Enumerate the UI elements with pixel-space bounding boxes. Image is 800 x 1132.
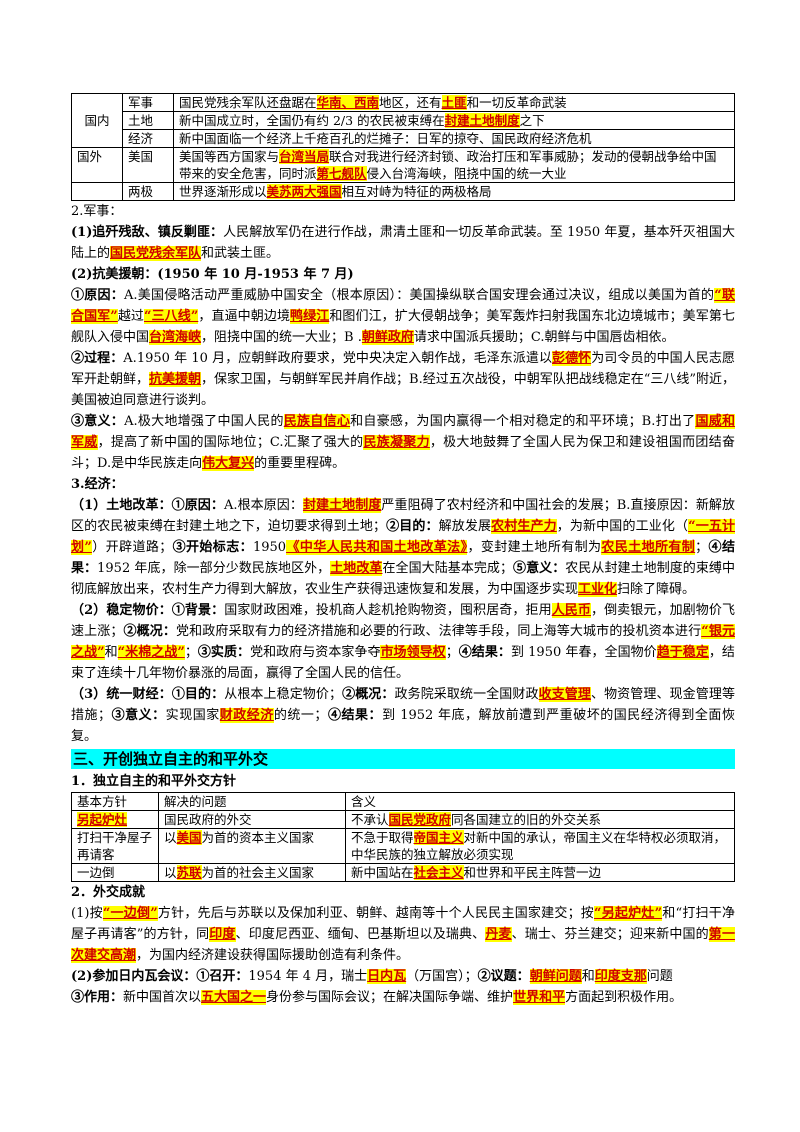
description-cell: 新中国面临一个经济上千疮百孔的烂摊子：日军的掠夺、国民政府经济危机: [173, 129, 735, 148]
subcategory-cell: 两极: [122, 182, 174, 201]
diplomacy-para-2: (2)参加日内瓦会议：①召开：1954 年 4 月，瑞士日内瓦（万国宫）；②议题…: [71, 969, 683, 1005]
table-header-row: 基本方针 解决的问题 含义: [71, 792, 735, 811]
table-row: 土地 新中国成立时，全国仍有约 2/3 的农民被束缚在封建土地制度之下: [72, 111, 735, 130]
category-cell-domestic: 国内: [71, 93, 123, 148]
subcategory-cell: 美国: [122, 147, 174, 183]
military-para-1: (1)追歼残敌、镇反剿匪：人民解放军仍在进行作战，肃清土匪和一切反革命武装。至 …: [71, 225, 735, 261]
policy-cell: 另起炉灶: [71, 810, 159, 829]
policy-cell: 一边倒: [71, 863, 159, 882]
table-row: 经济 新中国面临一个经济上千疮百孔的烂摊子：日军的掠夺、国民政府经济危机: [72, 129, 735, 148]
problem-cell: 国民政府的外交: [158, 810, 346, 829]
foreign-policy-table: 基本方针 解决的问题 含义 另起炉灶 国民政府的外交 不承认国民党政府同各国建立…: [71, 792, 735, 882]
description-cell: 世界逐渐形成以美苏两大强国相互对峙为特征的两极格局: [173, 182, 735, 201]
economy-unify-finance: （3）统一财经：①目的：从根本上稳定物价；②概况：政务院采取统一全国财政收支管理…: [71, 687, 735, 744]
table-row: 另起炉灶 国民政府的外交 不承认国民党政府同各国建立的旧的外交关系: [71, 810, 735, 829]
table-row: 国内 军事 国民党残余军队还盘踞在华南、西南地区，还有土匪和一切反革命武装: [71, 93, 735, 148]
description-cell: 国民党残余军队还盘踞在华南、西南地区，还有土匪和一切反革命武装: [173, 93, 735, 112]
diplomacy-heading: 2．外交成就: [71, 885, 146, 900]
description-cell: 美国等西方国家与台湾当局联合对我进行经济封锁、政治打压和军事威胁；发动的侵朝战争…: [173, 147, 735, 183]
policy-cell: 打扫干净屋子再请客: [71, 828, 159, 864]
meaning-cell: 新中国站在社会主义和世界和平民主阵营一边: [345, 863, 735, 882]
military-para-2-heading: (2)抗美援朝：(1950 年 10 月-1953 年 7 月): [71, 267, 354, 282]
military-para-significance: ③意义：A.极大地增强了中国人民的民族自信心和自豪感，为国内赢得一个相对稳定的和…: [71, 414, 735, 471]
document-page: 国内 军事 国民党残余军队还盘踞在华南、西南地区，还有土匪和一切反革命武装 土地…: [71, 93, 735, 1008]
policy-heading: 1．独立自主的和平外交方针: [71, 774, 237, 789]
table-row: 打扫干净屋子再请客 以美国为首的资本主义国家 不急于取得帝国主义对新中国的承认，…: [71, 828, 735, 864]
problem-cell: 以美国为首的资本主义国家: [158, 828, 346, 864]
subcategory-cell: 经济: [122, 129, 174, 148]
economy-price-stabilization: （2）稳定物价：①背景：国家财政困难，投机商人趁机抢购物资，囤积居奇，拒用人民币…: [71, 603, 735, 681]
economy-land-reform: （1）土地改革：①原因：A.根本原因：封建土地制度严重阻碍了农村经济和中国社会的…: [71, 498, 735, 597]
military-para-process: ②过程：A.1950 年 10 月，应朝鲜政府要求，党中央决定入朝作战，毛泽东派…: [71, 351, 736, 408]
category-cell-empty: [71, 182, 123, 201]
table-row: 两极 世界逐渐形成以美苏两大强国相互对峙为特征的两极格局: [71, 182, 735, 201]
military-para-cause: ①原因：A.美国侵略活动严重威胁中国安全（根本原因）：美国操纵联合国安理会通过决…: [71, 288, 735, 345]
domestic-foreign-situation-table: 国内 军事 国民党残余军队还盘踞在华南、西南地区，还有土匪和一切反革命武装 土地…: [71, 93, 735, 201]
column-header: 解决的问题: [158, 792, 346, 811]
meaning-cell: 不承认国民党政府同各国建立的旧的外交关系: [345, 810, 735, 829]
economy-heading: 3.经济：: [71, 477, 124, 492]
meaning-cell: 不急于取得帝国主义对新中国的承认，帝国主义在华特权必须取消，中华民族的独立解放必…: [345, 828, 735, 864]
table-row: 国外 美国 美国等西方国家与台湾当局联合对我进行经济封锁、政治打压和军事威胁；发…: [71, 147, 735, 183]
military-heading: 2.军事：: [71, 204, 123, 219]
column-header: 含义: [345, 792, 735, 811]
category-cell-foreign: 国外: [71, 147, 123, 183]
diplomacy-para-1: (1)按“一边倒”方针，先后与苏联以及保加利亚、朝鲜、越南等十个人民民主国家建交…: [71, 906, 735, 963]
subcategory-cell: 军事: [122, 93, 174, 112]
column-header: 基本方针: [71, 792, 159, 811]
problem-cell: 以苏联为首的社会主义国家: [158, 863, 346, 882]
description-cell: 新中国成立时，全国仍有约 2/3 的农民被束缚在封建土地制度之下: [173, 111, 735, 130]
section-title: 三、开创独立自主的和平外交: [71, 749, 735, 769]
subcategory-cell: 土地: [122, 111, 174, 130]
table-row: 一边倒 以苏联为首的社会主义国家 新中国站在社会主义和世界和平民主阵营一边: [71, 863, 735, 882]
